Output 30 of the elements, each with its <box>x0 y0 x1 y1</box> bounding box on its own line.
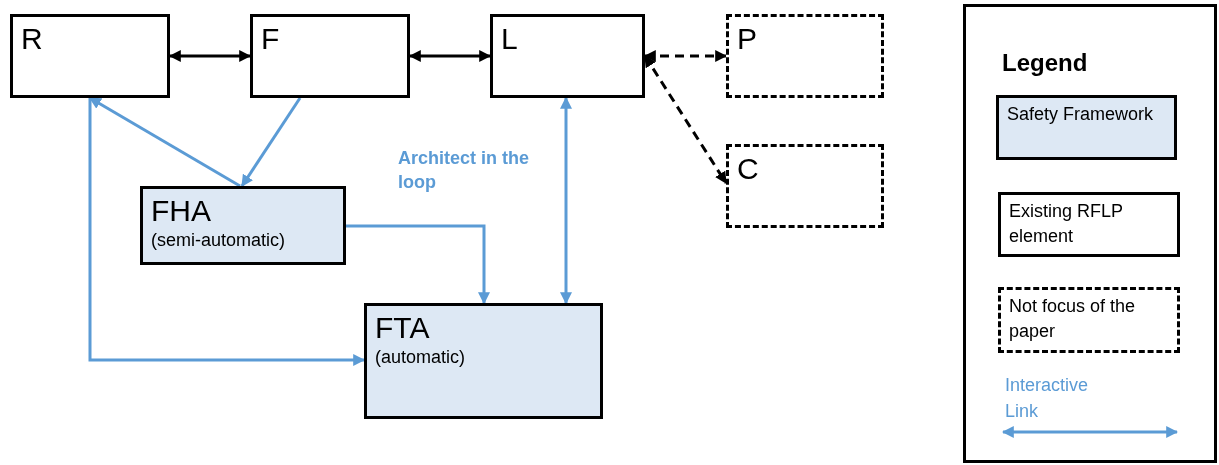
node-title: P <box>737 21 757 57</box>
process-box <box>364 303 603 419</box>
arrow <box>240 97 302 187</box>
dashed-box <box>726 144 884 228</box>
arrow <box>643 50 728 62</box>
process-box <box>490 14 645 98</box>
node-subtitle: (semi-automatic) <box>151 229 286 251</box>
node-title: C <box>737 151 759 187</box>
arrow <box>346 224 490 305</box>
node-title: R <box>21 21 43 57</box>
node-title: F <box>261 21 280 57</box>
node-title: FHA <box>151 193 211 229</box>
process-box <box>140 186 346 265</box>
legend-label: Existing RFLP element <box>1009 200 1124 248</box>
legend-label: Not focus of the paper <box>1009 295 1137 343</box>
annotation-text: Architect in the loop <box>398 147 531 194</box>
legend-label: Safety Framework <box>1007 103 1155 126</box>
arrow <box>408 50 492 62</box>
node-title: FTA <box>375 310 430 346</box>
arrow <box>643 55 728 184</box>
legend-label: Interactive Link <box>1005 374 1090 423</box>
dashed-box <box>726 14 884 98</box>
arrow <box>88 98 366 366</box>
process-box <box>250 14 410 98</box>
arrow <box>168 50 252 62</box>
arrow <box>560 96 572 305</box>
node-title: L <box>501 21 518 57</box>
node-subtitle: (automatic) <box>375 346 466 368</box>
legend-title: Legend <box>1002 48 1088 78</box>
process-box <box>10 14 170 98</box>
